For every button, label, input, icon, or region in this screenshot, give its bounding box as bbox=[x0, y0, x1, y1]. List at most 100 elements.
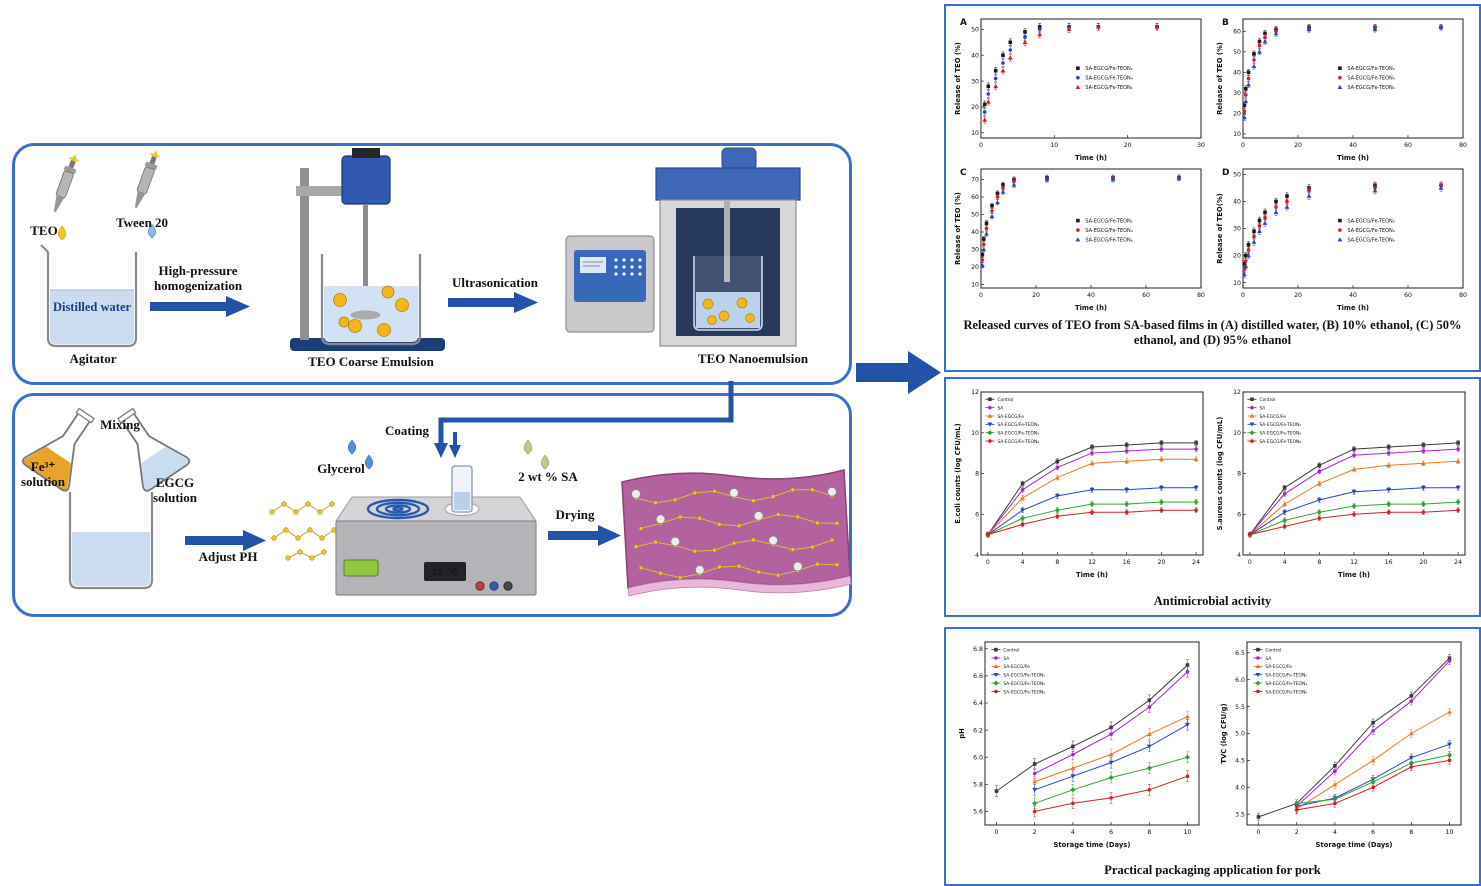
svg-text:S.aureus counts (log CFU/mL): S.aureus counts (log CFU/mL) bbox=[1216, 417, 1224, 531]
svg-text:Storage time (Days): Storage time (Days) bbox=[1316, 841, 1393, 849]
svg-text:10: 10 bbox=[971, 430, 979, 437]
svg-text:10: 10 bbox=[1233, 430, 1241, 437]
svg-text:SA-EGCG/Fe-TEON₂: SA-EGCG/Fe-TEON₂ bbox=[997, 422, 1039, 428]
svg-text:Time (h): Time (h) bbox=[1337, 154, 1369, 162]
arrow-adjust-ph-icon bbox=[185, 530, 266, 551]
svg-text:8: 8 bbox=[1317, 559, 1321, 566]
glycerol-drop-icon bbox=[347, 439, 357, 455]
main-flow-arrow bbox=[856, 351, 941, 394]
svg-text:Release of TEO(%): Release of TEO(%) bbox=[1216, 193, 1224, 263]
svg-text:Time (h): Time (h) bbox=[1337, 304, 1369, 312]
film-icon bbox=[621, 469, 852, 597]
svg-text:60: 60 bbox=[1404, 292, 1412, 299]
svg-text:50: 50 bbox=[1233, 49, 1241, 56]
svg-text:30: 30 bbox=[971, 78, 979, 85]
svg-text:Release of TEO (%): Release of TEO (%) bbox=[954, 42, 962, 115]
svg-text:0: 0 bbox=[1257, 829, 1261, 836]
svg-text:SA-EGCG/Fe-TEON₆: SA-EGCG/Fe-TEON₆ bbox=[1259, 439, 1301, 445]
svg-text:50: 50 bbox=[971, 27, 979, 34]
svg-text:6.4: 6.4 bbox=[973, 700, 983, 707]
svg-text:4: 4 bbox=[1237, 552, 1241, 559]
svg-text:80: 80 bbox=[1197, 292, 1205, 299]
svg-text:SA: SA bbox=[1265, 656, 1271, 662]
svg-text:5.8: 5.8 bbox=[973, 782, 983, 789]
svg-text:4: 4 bbox=[1071, 829, 1075, 836]
arrow-drying-icon bbox=[548, 525, 621, 546]
svg-text:SA-EGCG/Fe-TEON₄: SA-EGCG/Fe-TEON₄ bbox=[1085, 76, 1132, 82]
svg-text:SA-EGCG/Fe-TEON₆: SA-EGCG/Fe-TEON₆ bbox=[1003, 689, 1045, 695]
svg-text:24: 24 bbox=[1192, 559, 1200, 566]
svg-text:20: 20 bbox=[1032, 292, 1040, 299]
teo-drop-icon bbox=[57, 225, 67, 241]
svg-text:SA-EGCG/Fe: SA-EGCG/Fe bbox=[1265, 664, 1292, 670]
svg-text:60: 60 bbox=[1404, 142, 1412, 149]
svg-text:4: 4 bbox=[1333, 829, 1337, 836]
svg-text:40: 40 bbox=[1233, 199, 1241, 206]
svg-text:6: 6 bbox=[1237, 512, 1241, 519]
svg-text:80: 80 bbox=[1459, 142, 1467, 149]
svg-text:40: 40 bbox=[1349, 142, 1357, 149]
svg-text:20: 20 bbox=[1419, 559, 1427, 566]
svg-text:6.0: 6.0 bbox=[1235, 677, 1245, 684]
tween-label: Tween 20 bbox=[115, 215, 169, 230]
svg-text:pH: pH bbox=[958, 728, 966, 739]
svg-text:50: 50 bbox=[1233, 172, 1241, 179]
flask-egcg-icon bbox=[117, 407, 191, 492]
svg-text:6: 6 bbox=[1371, 829, 1375, 836]
adjust-ph-label: Adjust PH bbox=[198, 549, 258, 564]
egcg-solution-label: EGCG solution bbox=[152, 475, 198, 505]
svg-text:SA-EGCG/Fe-TEON₆: SA-EGCG/Fe-TEON₆ bbox=[1265, 689, 1307, 695]
coarse-emulsion-label: TEO Coarse Emulsion bbox=[308, 354, 434, 369]
svg-text:40: 40 bbox=[1349, 292, 1357, 299]
svg-text:6.0: 6.0 bbox=[973, 754, 983, 761]
pipette-tween-icon bbox=[134, 150, 161, 209]
svg-text:SA-EGCG/Fe: SA-EGCG/Fe bbox=[997, 414, 1024, 420]
molecule-chains-icon bbox=[269, 501, 337, 561]
svg-text:10: 10 bbox=[1184, 829, 1192, 836]
svg-text:Time (h): Time (h) bbox=[1076, 571, 1108, 579]
svg-text:SA-EGCG/Fe-TEON₄: SA-EGCG/Fe-TEON₄ bbox=[1003, 681, 1045, 687]
svg-text:4: 4 bbox=[1283, 559, 1287, 566]
hotplate-stirrer-icon: 25 ℃ bbox=[335, 465, 537, 596]
svg-text:16: 16 bbox=[1123, 559, 1131, 566]
svg-text:SA-EGCG/Fe-TEON₄: SA-EGCG/Fe-TEON₄ bbox=[1347, 228, 1394, 234]
coating-label: Coating bbox=[384, 423, 430, 438]
svg-text:30: 30 bbox=[1233, 226, 1241, 233]
process-diagram: 25 ℃ bbox=[21, 147, 941, 597]
svg-text:60: 60 bbox=[1142, 292, 1150, 299]
svg-text:10: 10 bbox=[971, 282, 979, 289]
svg-text:12: 12 bbox=[971, 389, 979, 396]
svg-text:12: 12 bbox=[1088, 559, 1096, 566]
svg-text:0: 0 bbox=[979, 292, 983, 299]
svg-text:12: 12 bbox=[1350, 559, 1358, 566]
overhead-stirrer-icon bbox=[290, 148, 445, 351]
tween-drop-icon bbox=[147, 223, 157, 239]
svg-text:SA-EGCG/Fe: SA-EGCG/Fe bbox=[1003, 664, 1030, 670]
svg-text:20: 20 bbox=[1233, 111, 1241, 118]
svg-text:4: 4 bbox=[1021, 559, 1025, 566]
svg-text:50: 50 bbox=[971, 212, 979, 219]
svg-text:20: 20 bbox=[971, 264, 979, 271]
beaker-mixing-icon bbox=[68, 492, 154, 590]
svg-text:40: 40 bbox=[971, 229, 979, 236]
svg-text:Time (h): Time (h) bbox=[1338, 571, 1370, 579]
svg-text:10: 10 bbox=[1050, 142, 1058, 149]
svg-text:B: B bbox=[1222, 18, 1229, 28]
svg-text:0: 0 bbox=[995, 829, 999, 836]
svg-text:SA-EGCG/Fe-TEON₆: SA-EGCG/Fe-TEON₆ bbox=[1347, 85, 1394, 91]
svg-text:40: 40 bbox=[1087, 292, 1095, 299]
svg-text:SA-EGCG/Fe-TEON₄: SA-EGCG/Fe-TEON₄ bbox=[1259, 431, 1301, 437]
svg-text:30: 30 bbox=[1197, 142, 1205, 149]
svg-text:30: 30 bbox=[971, 247, 979, 254]
svg-text:40: 40 bbox=[971, 52, 979, 59]
sa-drop-icon bbox=[523, 439, 533, 455]
svg-text:Release of TEO (%): Release of TEO (%) bbox=[1216, 42, 1224, 115]
